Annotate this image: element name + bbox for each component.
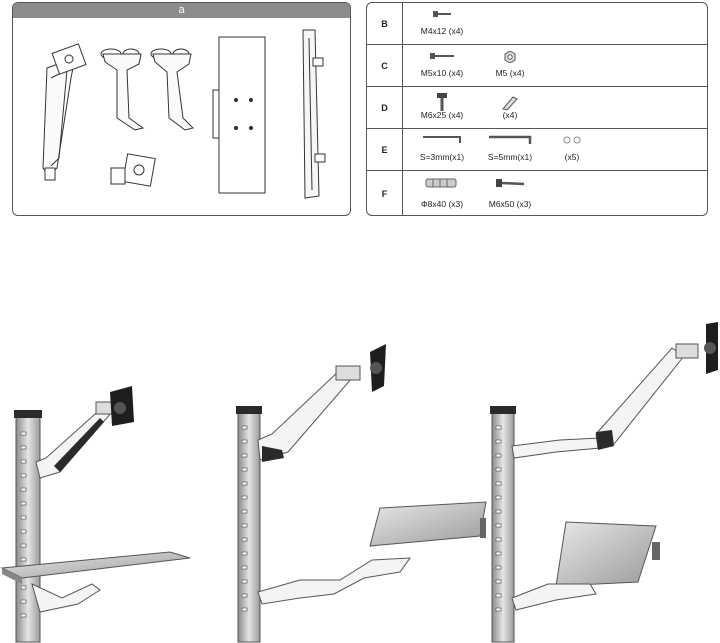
mount-configurations [0,322,718,643]
lag-screw-icon [496,179,525,187]
hardware-label: Φ8x40 (x3) [420,199,464,209]
hardware-label: (x5) [564,152,580,162]
hardware-row-c: C M5x10 (x4) M5 (x4) [367,45,707,87]
hardware-label: M4x12 (x4) [420,26,464,36]
hardware-label: S=5mm(x1) [487,152,533,162]
hardware-label: M6x50 (x3) [488,199,532,209]
hardware-label: M5x10 (x4) [420,68,464,78]
configuration-1 [0,386,191,643]
hardware-item: M6x50 (x3) [475,171,545,215]
screw-icon [430,53,454,59]
parts-panel-a: a [12,2,351,216]
configuration-2 [236,344,487,643]
hardware-item: S=3mm(x1) [407,129,477,170]
hardware-item: M6x25 (x4) [407,87,477,128]
nut-icon [504,51,516,63]
hardware-row-b: B M4x12 (x4) [367,3,707,45]
hardware-row-d: D M6x25 (x4) (x4) [367,87,707,129]
hardware-label: M5 (x4) [495,68,525,78]
allen-key-icon [423,136,461,143]
row-key: B [367,3,403,44]
hardware-item: M4x12 (x4) [407,3,477,44]
row-key: C [367,45,403,86]
elbow-arm-part-1 [100,48,145,131]
pole-rail-part [302,29,326,199]
row-key: D [367,87,403,128]
screw-icon [433,11,451,17]
elbow-arm-part-2 [150,48,194,131]
parts-drawing [42,29,326,199]
wall-anchor-icon [425,178,457,188]
row-key: E [367,129,403,170]
hardware-item: M5x10 (x4) [407,45,477,86]
hardware-item: Φ8x40 (x3) [407,171,477,215]
hardware-item: S=5mm(x1) [475,129,545,170]
hardware-label: M6x25 (x4) [420,110,464,120]
gas-spring-arm-part [42,43,87,181]
bolt-icon [437,93,447,111]
hardware-row-f: F Φ8x40 (x3) M6x50 (x3) [367,171,707,215]
panel-a-header: a [13,3,350,18]
clip-icon [502,96,518,111]
hardware-item: (x5) [537,129,607,170]
row-key: F [367,171,403,215]
hardware-table: B M4x12 (x4) C M5x10 (x4) M5 (x4) D M6x2… [366,2,708,216]
hardware-item: M5 (x4) [475,45,545,86]
allen-key-icon [489,135,532,144]
hardware-label: (x4) [502,110,518,120]
vesa-plate-part [110,153,156,187]
hardware-item: (x4) [475,87,545,128]
hardware-row-e: E S=3mm(x1) S=5mm(x1) (x5) [367,129,707,171]
hardware-label: S=3mm(x1) [419,152,465,162]
keyboard-tray-part [212,36,266,194]
cap-icon [563,136,581,144]
configuration-3 [490,322,718,643]
